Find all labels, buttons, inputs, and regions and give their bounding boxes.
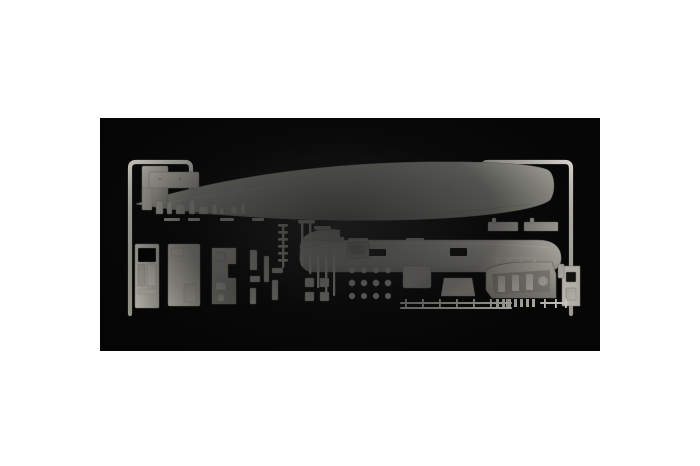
part-rudder-fin <box>440 277 476 297</box>
parts-railing-strips <box>400 299 568 309</box>
parts-upper-right-bars <box>487 217 559 232</box>
part-upper-panel-b <box>148 171 200 189</box>
product-photo <box>100 118 600 351</box>
sprue-illustration <box>127 159 581 317</box>
parts-left-lower-panels <box>134 243 201 309</box>
hatch-opening-right <box>450 248 467 256</box>
part-hull-interior-tub <box>485 256 557 299</box>
part-main-deck-plate <box>135 161 555 221</box>
part-end-bracket <box>557 263 581 307</box>
hatch-opening-left <box>368 249 386 256</box>
part-conning-tower-cap <box>302 229 341 241</box>
part-deck-house-small <box>402 265 432 289</box>
